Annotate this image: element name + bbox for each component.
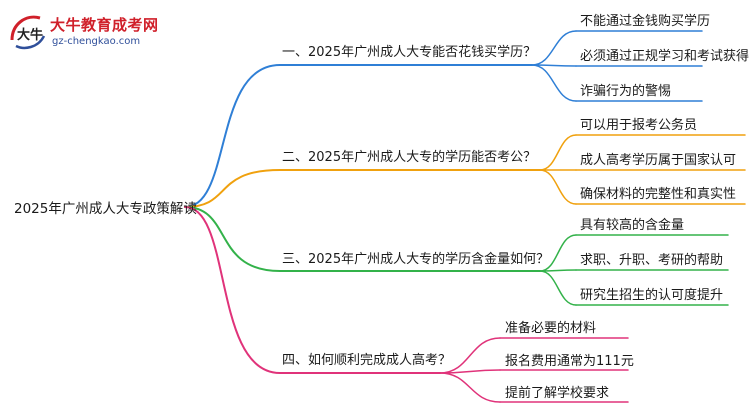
branch-1-leaf-3-connector xyxy=(531,64,577,102)
branch-2-label: 二、2025年广州成人大专的学历能否考公？ xyxy=(282,150,537,165)
branch-2-leaf-1-connector xyxy=(539,134,577,171)
branch-3-leaf-3: 研究生招生的认可度提升 xyxy=(580,288,724,303)
branch-4-label: 四、如何顺利完成成人高考？ xyxy=(282,353,452,368)
branch-2-leaf-2: 成人高考学历属于国家认可 xyxy=(580,153,737,168)
branch-1-leaf-1-connector xyxy=(531,30,577,66)
logo-mark-icon: 大牛 xyxy=(10,15,46,50)
root-to-branch-1-line xyxy=(184,64,281,208)
branch-3-leaf-2: 求职、升职、考研的帮助 xyxy=(580,253,724,268)
branch-4-leaf-1-connector xyxy=(439,337,501,374)
branch-3-leaf-1-connector xyxy=(539,234,577,272)
root-to-branch-4-line xyxy=(184,206,281,374)
root-to-branch-3-line xyxy=(184,206,281,272)
branch-2-leaf-1: 可以用于报考公务员 xyxy=(580,118,698,133)
branch-3-leaf-3-connector xyxy=(539,270,577,306)
branch-1-leaf-1: 不能通过金钱购买学历 xyxy=(580,14,711,29)
logo-mark-text: 大牛 xyxy=(17,27,43,43)
branch-3-label: 三、2025年广州成人大专的学历含金量如何？ xyxy=(282,252,550,267)
branch-2-leaf-3-connector xyxy=(539,169,577,205)
branch-2-leaf-3: 确保材料的完整性和真实性 xyxy=(580,187,737,202)
root-topic: 2025年广州成人大专政策解读 xyxy=(14,201,197,217)
branch-3-leaf-1: 具有较高的含金量 xyxy=(580,218,685,233)
branch-4-leaf-1: 准备必要的材料 xyxy=(505,321,597,336)
branch-1-leaf-2: 必须通过正规学习和考试获得 xyxy=(580,49,750,64)
branch-1-label: 一、2025年广州成人大专能否花钱买学历？ xyxy=(282,45,537,60)
branch-4-leaf-3: 提前了解学校要求 xyxy=(505,386,610,401)
branch-4-leaf-2: 报名费用通常为111元 xyxy=(505,354,634,369)
branch-1-leaf-3: 诈骗行为的警惕 xyxy=(580,84,672,99)
logo-url: gz-chengkao.com xyxy=(52,36,141,47)
logo-name: 大牛教育成考网 xyxy=(50,16,159,34)
site-logo[interactable]: 大牛 大牛教育成考网 gz-chengkao.com xyxy=(6,10,171,54)
branch-4-leaf-3-connector xyxy=(439,372,501,403)
root-to-branch-2-line xyxy=(184,169,281,208)
